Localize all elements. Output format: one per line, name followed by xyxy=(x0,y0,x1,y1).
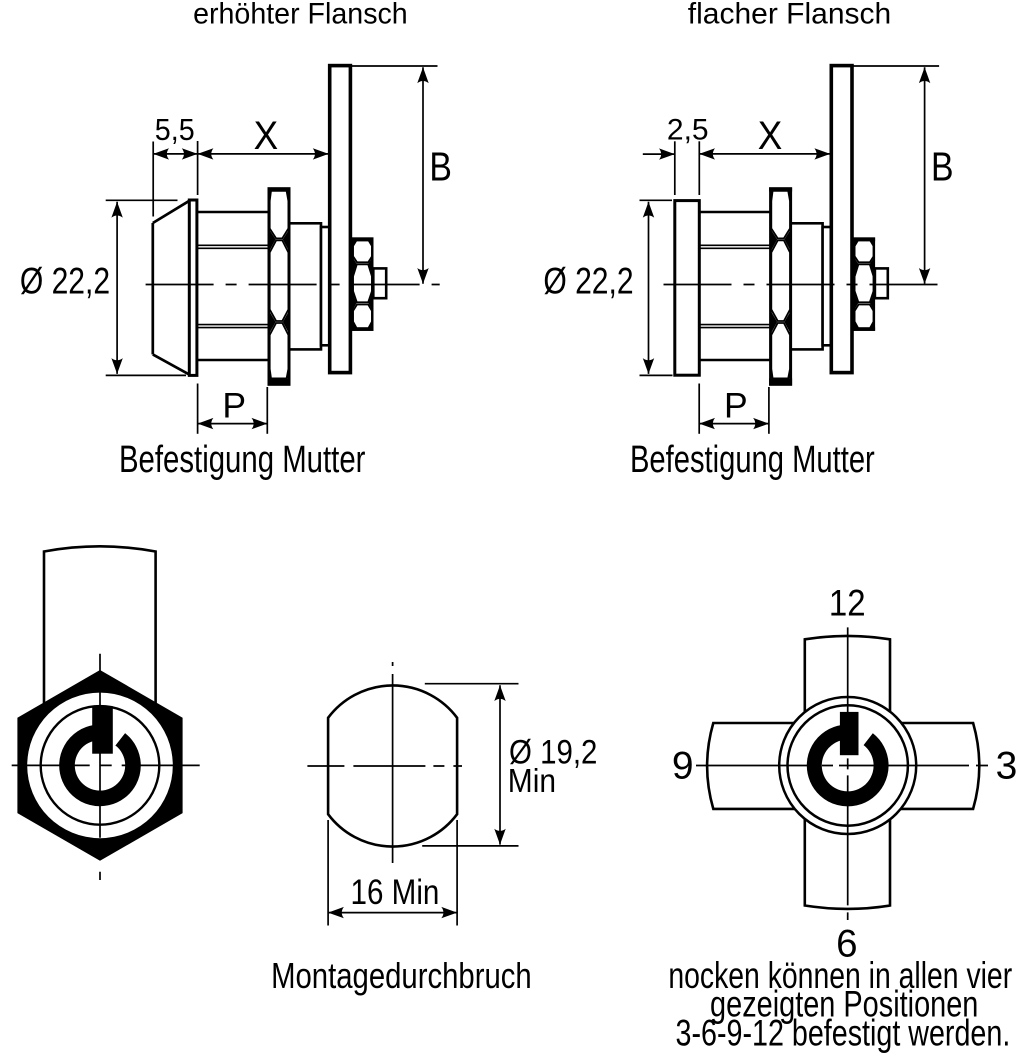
svg-text:2,5: 2,5 xyxy=(667,114,709,147)
svg-text:16 Min: 16 Min xyxy=(351,872,440,912)
svg-text:nocken können in allen vier: nocken können in allen vier xyxy=(668,955,1012,997)
svg-text:B: B xyxy=(429,144,452,190)
svg-text:X: X xyxy=(254,114,279,159)
svg-text:Montagedurchbruch: Montagedurchbruch xyxy=(271,956,532,997)
svg-text:Ø 22,2: Ø 22,2 xyxy=(20,261,110,303)
svg-text:Befestigung Mutter: Befestigung Mutter xyxy=(119,439,365,482)
svg-text:12: 12 xyxy=(829,583,866,624)
svg-text:erhöhter Flansch: erhöhter Flansch xyxy=(193,0,408,31)
svg-text:5,5: 5,5 xyxy=(155,113,195,147)
svg-text:Ø 22,2: Ø 22,2 xyxy=(543,261,633,303)
svg-text:9: 9 xyxy=(672,744,694,787)
svg-text:gezeigten Positionen: gezeigten Positionen xyxy=(710,984,978,1025)
svg-text:3-6-9-12 befestigt werden.: 3-6-9-12 befestigt werden. xyxy=(676,1013,1011,1053)
svg-text:Ø 19,2: Ø 19,2 xyxy=(509,733,597,771)
svg-text:P: P xyxy=(222,385,246,425)
svg-text:X: X xyxy=(758,114,783,159)
svg-text:6: 6 xyxy=(836,923,857,966)
svg-text:Min: Min xyxy=(508,761,556,799)
svg-text:Befestigung Mutter: Befestigung Mutter xyxy=(630,439,875,482)
svg-text:3: 3 xyxy=(996,744,1018,787)
svg-text:flacher Flansch: flacher Flansch xyxy=(688,0,891,30)
